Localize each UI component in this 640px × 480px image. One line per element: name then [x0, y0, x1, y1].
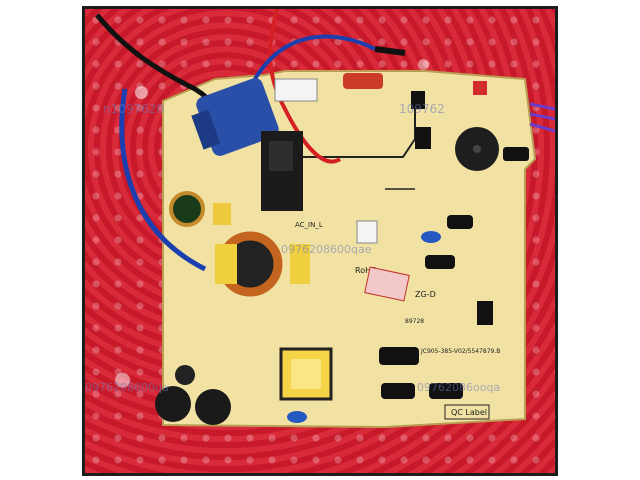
rohs-label: RoHS	[355, 266, 376, 275]
part-code-label: 89728	[405, 318, 424, 325]
red-wire	[268, 9, 342, 164]
connector-top	[274, 78, 318, 102]
film-capacitor	[343, 73, 383, 89]
side-wires	[529, 102, 555, 133]
watermark-1: n1097620	[103, 102, 164, 116]
ic-chip	[477, 301, 493, 325]
bulk-capacitor-1	[155, 386, 191, 422]
watermark-4: 0976208600qa	[85, 381, 169, 394]
pcb-board-illustration: AC_IN_L RoHS ZG-D 89728 JC905-385-V02/55…	[85, 9, 555, 429]
qc-label: QC Label	[451, 408, 487, 417]
blue-wire-top	[253, 34, 376, 81]
blue-wire-left	[119, 88, 207, 272]
pcb-photo: AC_IN_L RoHS ZG-D 89728 JC905-385-V02/55…	[82, 6, 558, 476]
blue-capacitor	[191, 78, 279, 156]
zg-label: ZG-D	[415, 290, 436, 299]
watermark-3: 0976208600qae	[281, 243, 372, 256]
watermark-5: 09762086ooqa	[417, 381, 500, 394]
ac-label: AC_IN_L	[295, 221, 323, 229]
bulk-capacitor-2	[195, 389, 231, 425]
toroid-inductor	[169, 191, 205, 227]
inspection-sticker	[364, 266, 410, 302]
watermark-2: 109762	[399, 102, 445, 116]
model-code-label: JC905-385-V02/5547879.B	[420, 348, 500, 355]
